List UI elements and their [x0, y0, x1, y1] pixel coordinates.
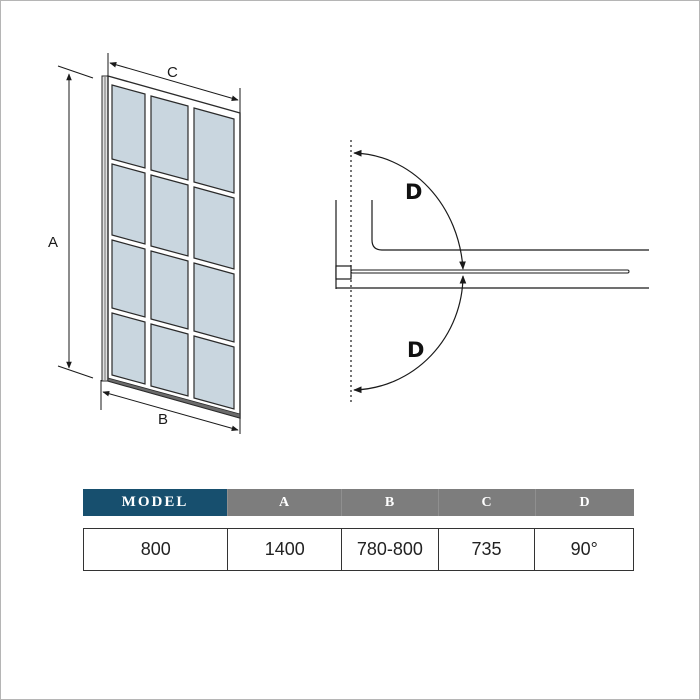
cell-a: 1400 [228, 529, 343, 570]
cell-model: 800 [84, 529, 229, 570]
hinge-block [335, 265, 352, 280]
header-c: C [439, 489, 536, 516]
glass-panes [111, 84, 235, 410]
header-b: B [342, 489, 439, 516]
shower-screen-diagram: A C B [48, 53, 649, 434]
panel-elevation: A C B [48, 53, 241, 434]
bath-rim [371, 200, 649, 251]
plan-view: D D [335, 140, 649, 405]
dim-a-tick-bottom [57, 365, 94, 379]
bottom-rail [107, 377, 241, 419]
dim-a-tick-top [57, 65, 94, 79]
cell-d: 90° [570, 539, 598, 559]
swing-arc-upper [353, 149, 466, 270]
swing-arc-lower [353, 275, 467, 394]
dim-c-line [109, 62, 239, 101]
spec-table: MODEL A B C D 800 1400 780-800 735 90° [83, 489, 634, 571]
table-row: 800 1400 780-800 735 90° [83, 528, 634, 571]
swing-label-lower: D [407, 338, 424, 362]
cell-c: 735 [439, 529, 536, 570]
dim-a-label: A [48, 234, 58, 251]
cell-b: 780-800 [342, 529, 439, 570]
header-a: A [228, 489, 342, 516]
spec-table-header: MODEL A B C D [83, 489, 634, 516]
glass-panel-plan [350, 269, 630, 274]
header-model: MODEL [83, 489, 228, 516]
header-d: D [536, 489, 634, 516]
swing-label-upper: D [405, 180, 422, 204]
dim-b-line [102, 391, 239, 431]
dim-b-label: B [158, 411, 168, 428]
dim-c-label: C [167, 64, 178, 81]
